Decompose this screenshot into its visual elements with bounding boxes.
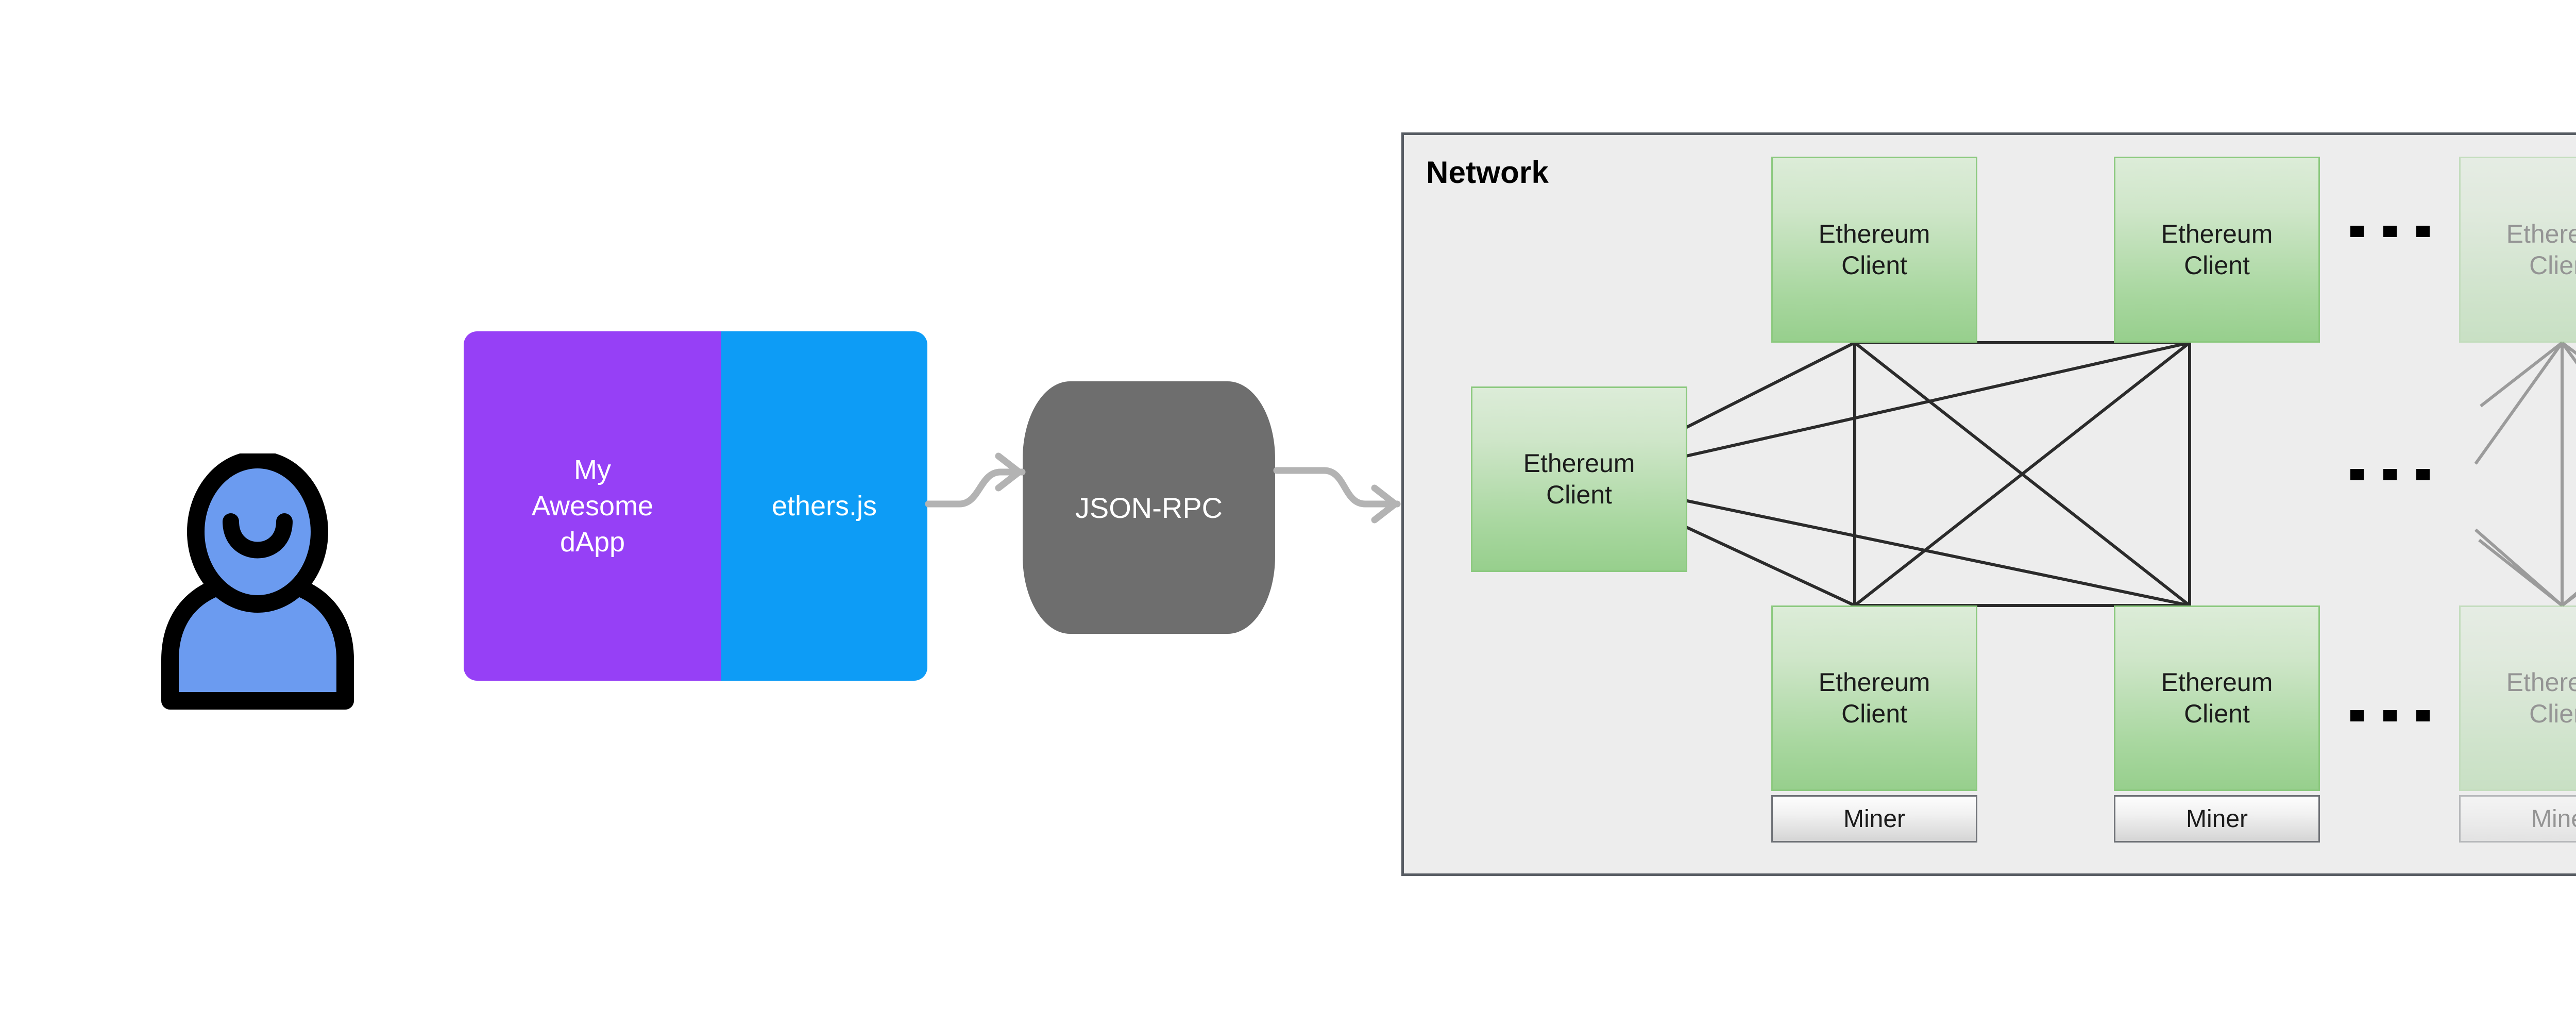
ellipsis-dot bbox=[2350, 226, 2364, 237]
ellipsis-dot bbox=[2350, 710, 2364, 721]
ellipsis-dot bbox=[2416, 226, 2430, 237]
eth-client-node-bottom-right[interactable]: Ethereum Client bbox=[2114, 605, 2320, 791]
eth-client-node-bottom-left[interactable]: Ethereum Client bbox=[1771, 605, 1977, 791]
miner-label: Miner bbox=[1843, 805, 1906, 833]
ellipsis-dot bbox=[2416, 710, 2430, 721]
eth-client-label: Ethereum Client bbox=[2506, 219, 2576, 280]
miner-badge-bottom-ghost: Miner bbox=[2459, 795, 2576, 843]
eth-client-label: Ethereum Client bbox=[1818, 219, 1930, 280]
eth-client-label: Ethereum Client bbox=[1818, 668, 1930, 728]
dapp-label: My Awesome dApp bbox=[531, 454, 654, 558]
ellipsis-dot bbox=[2416, 469, 2430, 480]
miner-label: Miner bbox=[2531, 805, 2576, 833]
user-actor bbox=[149, 451, 366, 711]
ethers-library-label: ethers.js bbox=[771, 490, 877, 521]
eth-client-node-top-left[interactable]: Ethereum Client bbox=[1771, 157, 1977, 343]
ellipsis-dot bbox=[2383, 469, 2397, 480]
ellipsis-dot bbox=[2350, 469, 2364, 480]
json-rpc-label: JSON-RPC bbox=[1075, 491, 1223, 524]
ethers-library-box[interactable]: ethers.js bbox=[721, 331, 927, 681]
eth-client-label: Ethereum Client bbox=[2506, 668, 2576, 728]
ellipsis-dot bbox=[2383, 710, 2397, 721]
ellipsis-dots-middle-inner bbox=[2350, 469, 2430, 480]
ellipsis-dot bbox=[2383, 226, 2397, 237]
network-title: Network bbox=[1426, 155, 1549, 190]
eth-client-node-bottom-ghost: Ethereum Client bbox=[2459, 605, 2576, 791]
eth-client-node-entry[interactable]: Ethereum Client bbox=[1471, 386, 1687, 572]
eth-client-label: Ethereum Client bbox=[2161, 668, 2273, 728]
miner-label: Miner bbox=[2185, 805, 2248, 833]
connector-dapp-to-rpc bbox=[925, 452, 1026, 508]
eth-client-node-top-ghost: Ethereum Client bbox=[2459, 157, 2576, 343]
json-rpc-node[interactable]: JSON-RPC bbox=[1023, 381, 1275, 634]
eth-client-label: Ethereum Client bbox=[1523, 449, 1635, 509]
miner-badge-bottom-right[interactable]: Miner bbox=[2114, 795, 2320, 843]
ellipsis-dots-top-inner bbox=[2350, 226, 2430, 237]
connector-rpc-to-network bbox=[1273, 467, 1401, 524]
eth-client-node-top-right[interactable]: Ethereum Client bbox=[2114, 157, 2320, 343]
user-icon bbox=[161, 451, 354, 710]
ellipsis-dots-bottom-inner bbox=[2350, 710, 2430, 721]
dapp-box[interactable]: My Awesome dApp bbox=[464, 331, 721, 681]
eth-client-label: Ethereum Client bbox=[2161, 219, 2273, 280]
miner-badge-bottom-left[interactable]: Miner bbox=[1771, 795, 1977, 843]
